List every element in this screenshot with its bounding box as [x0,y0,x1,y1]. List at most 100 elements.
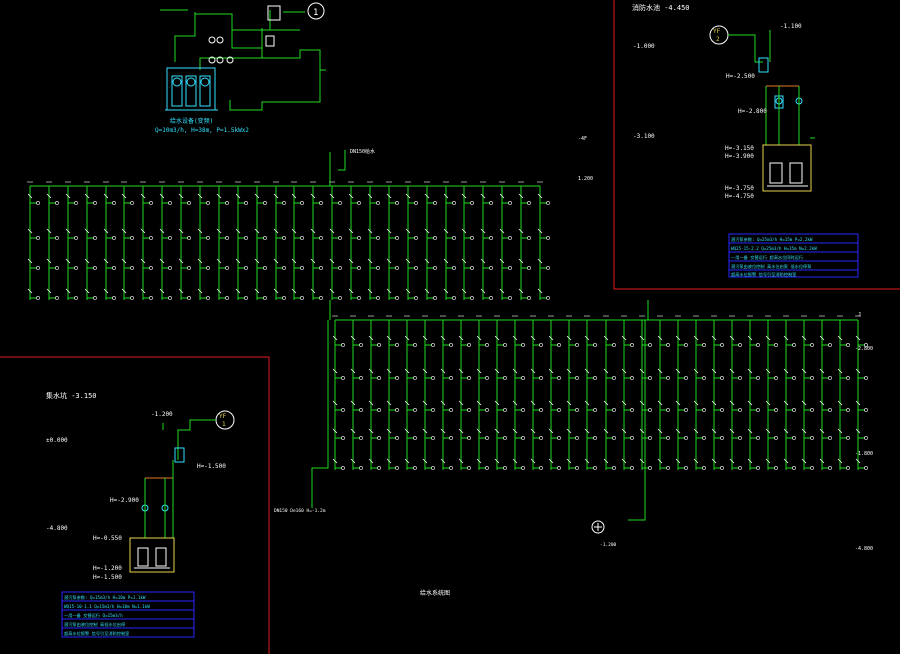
valve-icon [489,296,493,300]
main-trunk [311,150,649,521]
valve-icon [503,343,507,347]
pipe-mark [178,288,184,294]
pipe-mark [121,288,127,294]
valve-icon [792,343,796,347]
valve-icon [395,436,399,440]
right-h3: H=-3.150 [725,145,754,152]
valve-icon [319,266,323,270]
valve-icon [225,266,229,270]
pipe-mark [819,428,825,434]
pipe-mark [783,428,789,434]
pipe-mark [368,428,374,434]
valve-icon [810,408,814,412]
valve-icon [452,201,456,205]
valve-icon [413,408,417,412]
pipe-mark [103,228,109,234]
valve-icon [282,201,286,205]
pipe-mark [729,368,735,374]
pipe-mark [348,228,354,234]
left-level-3: -4.800 [46,525,68,532]
pipe-mark [458,335,464,341]
pipe-mark [350,458,356,464]
valve-icon [168,201,172,205]
valve-icon [792,436,796,440]
valve-icon [521,408,525,412]
pipe-mark [639,400,645,406]
valve-icon [319,236,323,240]
valve-icon [557,343,561,347]
valve-icon [539,408,543,412]
riser-grid-lower [332,315,868,470]
pipe-mark [747,400,753,406]
pipe-mark [548,400,554,406]
valve-icon [612,376,616,380]
pipe-mark [178,228,184,234]
valve-icon [846,376,850,380]
valve-icon [774,376,778,380]
pipe-mark [747,335,753,341]
valve-icon [630,343,634,347]
valve-icon [648,408,652,412]
pipe-mark [404,458,410,464]
right-h6: H=-4.750 [725,193,754,200]
valve-icon [74,236,78,240]
pipe-mark [254,258,260,264]
valve-icon [341,408,345,412]
pipe-mark [386,258,392,264]
pipe-mark [603,335,609,341]
pipe-mark [140,288,146,294]
pipe-mark [422,335,428,341]
pipe-mark [65,228,71,234]
pipe-mark [329,193,335,199]
valve-icon [244,266,248,270]
valve-icon [485,343,489,347]
valve-icon [508,296,512,300]
valve-icon [684,343,688,347]
valve-icon [630,408,634,412]
floor-tag: -2.800 [855,346,873,352]
valve-icon [593,376,597,380]
pipe-mark [332,458,338,464]
valve-icon [810,343,814,347]
valve-icon [130,201,134,205]
valve-icon [112,266,116,270]
valve-icon [738,408,742,412]
valve-icon [149,296,153,300]
pipe-mark [783,400,789,406]
pipe-mark [121,193,127,199]
pipe-mark [458,428,464,434]
pipe-mark [216,258,222,264]
valve-icon [864,466,868,470]
valve-icon [377,436,381,440]
valve-icon [431,376,435,380]
pipe-mark [765,400,771,406]
bottom-pipe-label: DN150 De160 H=-1.2m [274,508,326,514]
pipe-mark [461,228,467,234]
pipe-mark [386,335,392,341]
valve-icon [738,436,742,440]
pipe-mark [291,288,297,294]
pipe-mark [424,228,430,234]
pump-icon [129,537,175,573]
pipe-mark [747,368,753,374]
pipe-mark [235,193,241,199]
right-note-1: 潜污泵参数: Q=25m3/h H=15m P=2.2kW [731,236,813,243]
pipe-mark [159,258,165,264]
pipe-mark [65,193,71,199]
pipe-mark [197,228,203,234]
pipe-mark [476,368,482,374]
valve-icon [395,296,399,300]
valve-icon [774,343,778,347]
valve-icon [756,466,760,470]
pipe-mark [512,335,518,341]
valve-icon [539,436,543,440]
pump-set-diagram: 1 给水设备(变频) Q=10m3/h, H=38m, P=1.5kWx2 [155,2,326,134]
valve-icon [666,408,670,412]
valve-icon [300,296,304,300]
valve-icon [828,376,832,380]
pipe-mark [621,335,627,341]
valve-icon [395,236,399,240]
valve-icon [414,296,418,300]
valve-icon [738,466,742,470]
right-level-3: -3.100 [633,133,655,140]
